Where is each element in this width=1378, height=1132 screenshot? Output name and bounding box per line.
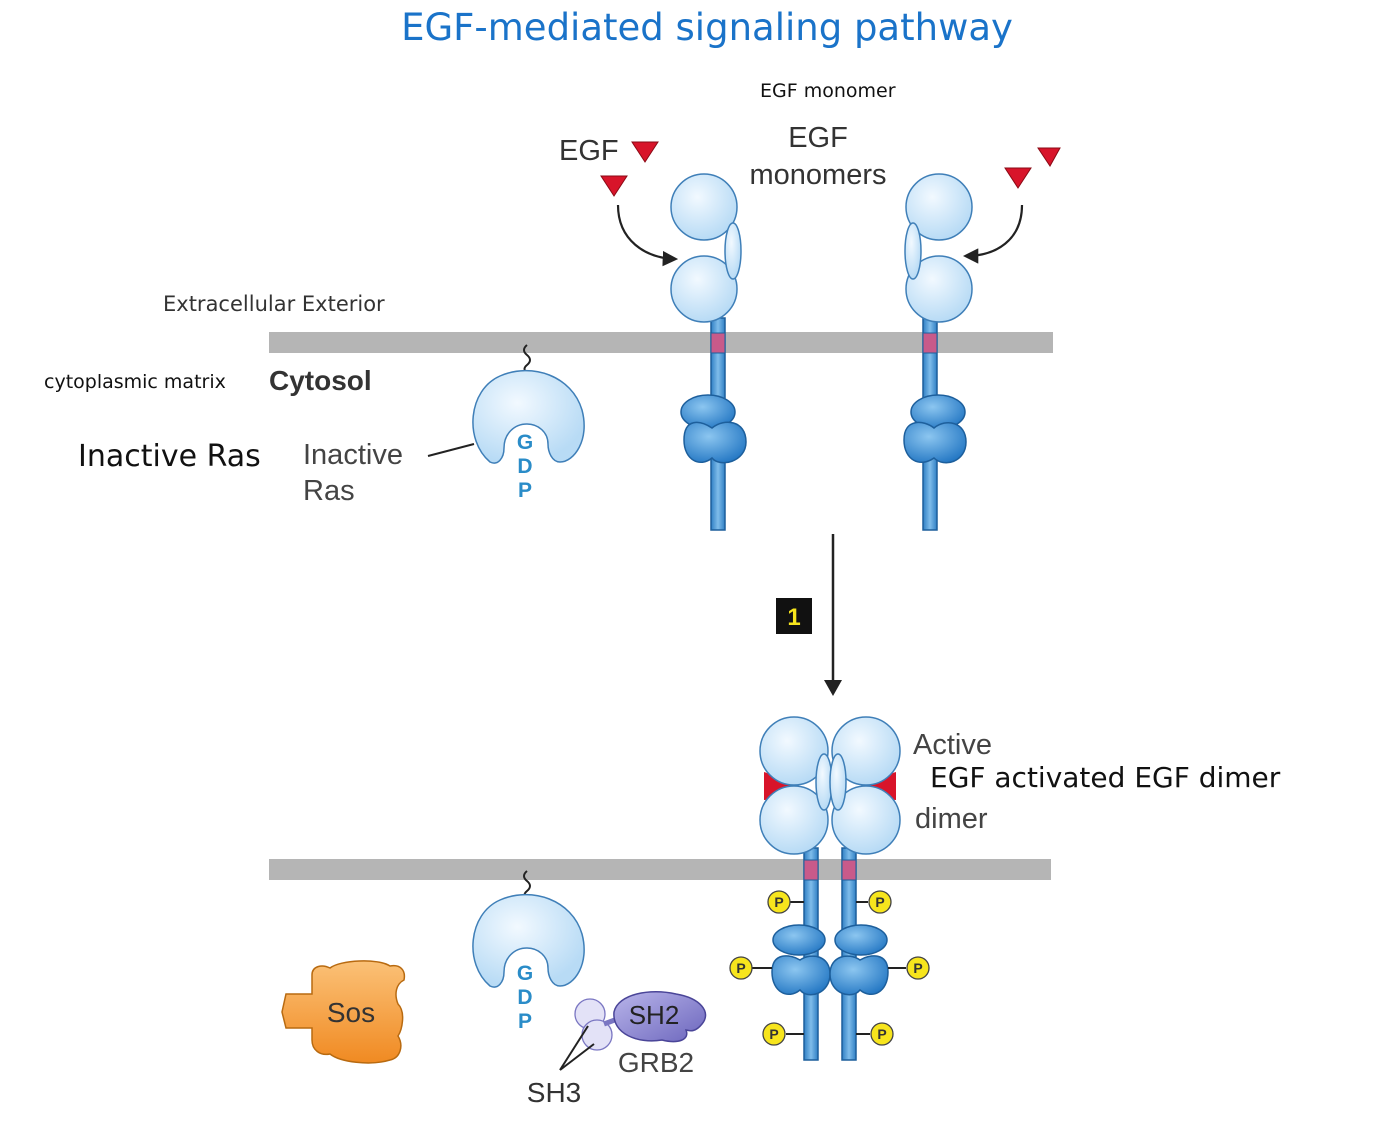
leader-line	[427, 443, 475, 457]
egf-receptor-monomer-left	[670, 173, 747, 531]
active-dimer-label: dimer	[915, 803, 988, 835]
gdp-label: D	[517, 455, 532, 478]
egf-monomer-annotation: EGF monomer	[760, 80, 896, 102]
cytoplasmic-annotation: cytoplasmic matrix	[44, 371, 226, 393]
extracellular-annotation: Extracellular Exterior	[163, 292, 385, 316]
grb2-adaptor	[574, 991, 707, 1051]
inactive-ras-annotation: Inactive Ras	[78, 439, 261, 474]
phosphate-label: P	[769, 1026, 778, 1042]
sh2-label: SH2	[629, 1000, 680, 1030]
sos-label: Sos	[327, 997, 375, 1028]
inactive-ras-label: Inactive	[303, 439, 403, 471]
ras-protein-inactive	[472, 870, 585, 988]
egf-ligand	[600, 175, 628, 197]
egf-receptor-dimer-active	[759, 716, 901, 1061]
phosphate-label: P	[774, 894, 783, 910]
phosphate-groups	[729, 890, 930, 1046]
phosphate-label: P	[875, 894, 884, 910]
egf-ligand	[1037, 147, 1061, 167]
ras-protein-inactive	[472, 344, 585, 464]
egf-dimer-annotation: EGF activated EGF dimer	[930, 761, 1281, 794]
phosphate-label: P	[913, 960, 922, 976]
egf-receptor-monomer-right	[903, 173, 973, 531]
cytosol-label: Cytosol	[269, 365, 372, 396]
leader-line	[559, 1043, 595, 1071]
gdp-label: G	[517, 962, 533, 985]
egf-ligand	[631, 141, 659, 163]
sos-protein	[281, 960, 406, 1064]
page-title: EGF-mediated signaling pathway	[401, 6, 1013, 49]
step-badge	[776, 598, 812, 634]
step-arrow-head	[824, 680, 842, 696]
egf-monomers-label: EGF	[788, 122, 848, 154]
inactive-ras-label: Ras	[303, 475, 355, 507]
membrane-top	[269, 332, 1053, 353]
egf-monomers-label: monomers	[750, 159, 887, 191]
gdp-label: D	[517, 986, 532, 1009]
binding-arrow	[616, 204, 679, 267]
sh3-label: SH3	[527, 1077, 581, 1108]
step-number: 1	[787, 604, 800, 631]
gdp-label: G	[517, 431, 533, 454]
grb2-label: GRB2	[618, 1047, 694, 1078]
gdp-label: P	[518, 1010, 532, 1033]
leader-line	[559, 1025, 589, 1071]
membrane-bottom	[269, 859, 1051, 880]
active-dimer-label: Active	[913, 729, 992, 761]
egf-label: EGF	[559, 135, 619, 167]
binding-arrow	[962, 204, 1024, 264]
gdp-label: P	[518, 479, 532, 502]
egf-ligand	[1004, 167, 1032, 189]
phosphate-label: P	[877, 1026, 886, 1042]
phosphate-label: P	[736, 960, 745, 976]
